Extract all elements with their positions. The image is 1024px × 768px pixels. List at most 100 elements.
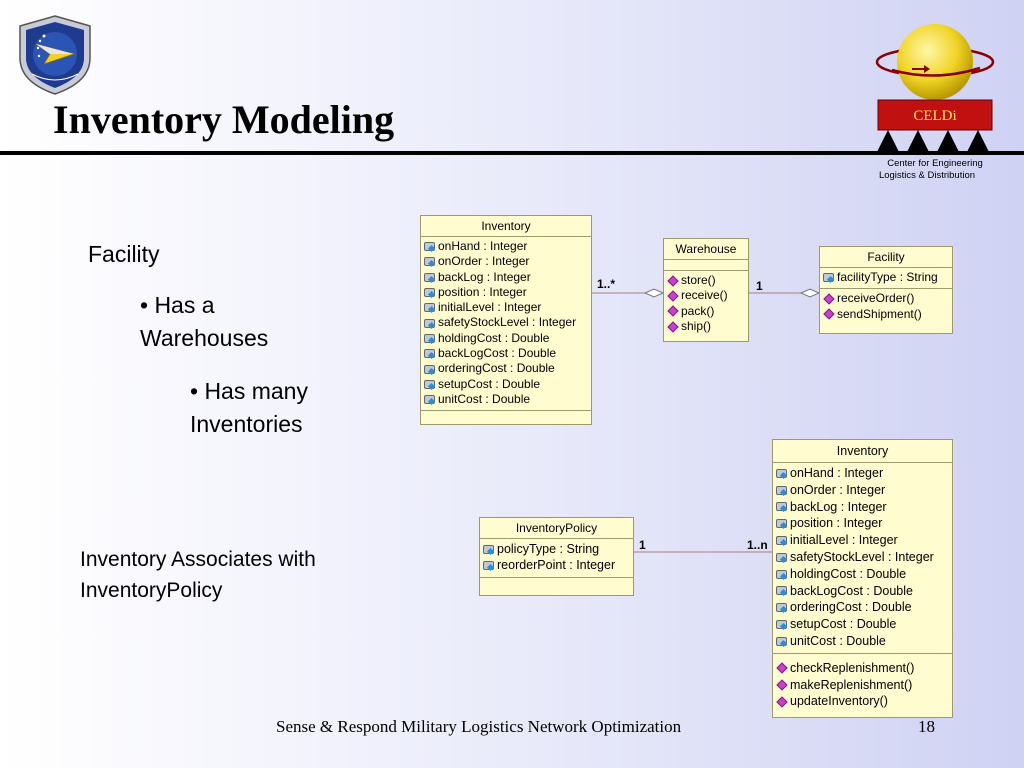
class-name: InventoryPolicy bbox=[480, 518, 633, 539]
attribute-icon bbox=[776, 485, 787, 495]
uml-class-facility[interactable]: Facility facilityType : String receiveOr… bbox=[819, 246, 953, 334]
operation-row: updateInventory() bbox=[776, 693, 952, 710]
mult-warehouse-facility: 1 bbox=[756, 279, 763, 293]
afrl-logo bbox=[14, 14, 96, 96]
attribute-row: onHand : Integer bbox=[424, 239, 591, 254]
attribute-row: setupCost : Double bbox=[424, 377, 591, 392]
bullet-has-inventories-line2: Inventories bbox=[190, 411, 303, 437]
attribute-icon bbox=[776, 586, 787, 596]
attribute-icon bbox=[776, 552, 787, 562]
attribute-icon bbox=[424, 364, 435, 374]
operations-section: store() receive() pack() ship() bbox=[664, 270, 748, 337]
uml-class-inventory-top[interactable]: Inventory onHand : Integer onOrder : Int… bbox=[420, 215, 592, 425]
operation-row: sendShipment() bbox=[823, 307, 952, 322]
attribute-row: orderingCost : Double bbox=[424, 361, 591, 376]
operations-section bbox=[480, 577, 633, 589]
class-name: Inventory bbox=[421, 216, 591, 237]
attribute-row: onOrder : Integer bbox=[424, 254, 591, 269]
attribute-icon bbox=[483, 544, 494, 554]
operation-row: receiveOrder() bbox=[823, 291, 952, 306]
attribute-icon bbox=[424, 349, 435, 359]
attribute-row: backLogCost : Double bbox=[776, 583, 952, 600]
attribute-icon bbox=[424, 379, 435, 389]
assoc-text-line1: Inventory Associates with bbox=[80, 548, 316, 571]
bullet-has-inventories-line1: • Has many bbox=[190, 378, 308, 404]
mult-inventory-warehouse: 1..* bbox=[597, 277, 616, 291]
title-divider bbox=[0, 151, 1024, 155]
attribute-row: setupCost : Double bbox=[776, 616, 952, 633]
operation-row: checkReplenishment() bbox=[776, 660, 952, 677]
celdi-logo: CELDi Center for Engineering Logistics &… bbox=[872, 22, 1002, 182]
attribute-icon bbox=[424, 242, 435, 252]
uml-class-warehouse[interactable]: Warehouse store() receive() pack() ship(… bbox=[663, 238, 749, 342]
attribute-row: holdingCost : Double bbox=[424, 331, 591, 346]
attribute-row: position : Integer bbox=[776, 515, 952, 532]
operation-icon bbox=[776, 696, 788, 708]
footer-text: Sense & Respond Military Logistics Netwo… bbox=[276, 717, 682, 736]
class-name: Facility bbox=[820, 247, 952, 268]
bullet-has-warehouses-line1: • Has a bbox=[140, 292, 215, 318]
attribute-icon bbox=[776, 569, 787, 579]
operations-section: receiveOrder() sendShipment() bbox=[820, 288, 952, 325]
operation-icon bbox=[823, 293, 835, 305]
attribute-row: safetyStockLevel : Integer bbox=[424, 315, 591, 330]
attribute-icon bbox=[776, 603, 787, 613]
operation-icon bbox=[823, 308, 835, 320]
attributes-section: policyType : String reorderPoint : Integ… bbox=[480, 539, 633, 577]
attributes-section: onHand : Integer onOrder : Integer backL… bbox=[773, 463, 952, 653]
attribute-icon bbox=[483, 561, 494, 571]
class-name: Inventory bbox=[773, 440, 952, 463]
attribute-row: policyType : String bbox=[483, 541, 633, 558]
operation-icon bbox=[776, 679, 788, 691]
attribute-icon bbox=[424, 395, 435, 405]
attribute-row: backLog : Integer bbox=[776, 499, 952, 516]
bullet-has-warehouses-line2: Warehouses bbox=[140, 325, 269, 351]
attribute-row: unitCost : Double bbox=[424, 392, 591, 407]
operation-icon bbox=[776, 662, 788, 674]
attribute-icon bbox=[424, 257, 435, 267]
operation-row: pack() bbox=[667, 304, 748, 319]
attribute-icon bbox=[424, 318, 435, 328]
class-name: Warehouse bbox=[664, 239, 748, 260]
assoc-text-line2: InventoryPolicy bbox=[80, 579, 223, 602]
operation-icon bbox=[667, 305, 679, 317]
attribute-icon bbox=[424, 288, 435, 298]
operations-section: checkReplenishment() makeReplenishment()… bbox=[773, 652, 952, 713]
attribute-row: backLog : Integer bbox=[424, 270, 591, 285]
attributes-section: facilityType : String bbox=[820, 268, 952, 288]
attribute-row: unitCost : Double bbox=[776, 633, 952, 650]
attribute-icon bbox=[823, 273, 834, 283]
slide-title: Inventory Modeling bbox=[53, 97, 395, 142]
uml-class-inventory-bottom[interactable]: Inventory onHand : Integer onOrder : Int… bbox=[772, 439, 953, 718]
celdi-caption-line2: Logistics & Distribution bbox=[878, 170, 976, 181]
attribute-row: safetyStockLevel : Integer bbox=[776, 549, 952, 566]
operation-row: store() bbox=[667, 273, 748, 288]
attribute-icon bbox=[776, 536, 787, 546]
mult-policy: 1 bbox=[639, 538, 646, 552]
attribute-icon bbox=[424, 272, 435, 282]
attribute-row: backLogCost : Double bbox=[424, 346, 591, 361]
attribute-icon bbox=[776, 636, 787, 646]
celdi-brand: CELDi bbox=[913, 108, 957, 124]
page-number: 18 bbox=[918, 717, 935, 736]
attribute-row: initialLevel : Integer bbox=[424, 300, 591, 315]
attribute-icon bbox=[776, 502, 787, 512]
attribute-row: initialLevel : Integer bbox=[776, 532, 952, 549]
attribute-row: facilityType : String bbox=[823, 270, 952, 285]
attribute-row: holdingCost : Double bbox=[776, 566, 952, 583]
uml-class-inventory-policy[interactable]: InventoryPolicy policyType : String reor… bbox=[479, 517, 634, 596]
celdi-caption-line1: Center for Engineering bbox=[887, 158, 983, 169]
attribute-icon bbox=[424, 303, 435, 313]
attributes-section bbox=[664, 260, 748, 270]
attribute-icon bbox=[776, 468, 787, 478]
operation-icon bbox=[667, 290, 679, 302]
operation-icon bbox=[667, 320, 679, 333]
operation-row: ship() bbox=[667, 319, 748, 334]
operation-icon bbox=[667, 274, 679, 287]
attribute-row: onHand : Integer bbox=[776, 465, 952, 482]
bullet-facility: Facility bbox=[88, 241, 160, 267]
attribute-row: orderingCost : Double bbox=[776, 599, 952, 616]
operation-row: receive() bbox=[667, 288, 748, 303]
attribute-row: onOrder : Integer bbox=[776, 482, 952, 499]
mult-inventory: 1..n bbox=[747, 538, 768, 552]
